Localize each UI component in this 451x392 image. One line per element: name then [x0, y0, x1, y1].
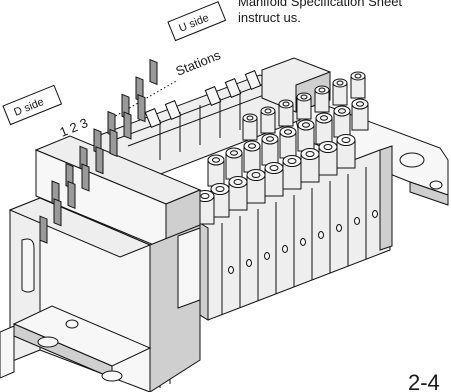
- stations-label: Stations: [174, 47, 224, 79]
- page-number: 2-4: [408, 370, 440, 392]
- base-port-holes: [228, 210, 378, 274]
- fittings-back-row: [242, 71, 366, 141]
- terminal-teeth-lower: [39, 94, 146, 244]
- u-side-tag: U side: [167, 1, 227, 42]
- header-text-line2: instruct us.: [238, 10, 301, 25]
- header-text-line1: Manifold Specification Sheet: [238, 0, 402, 9]
- fittings-front-row: [195, 134, 356, 225]
- din-rail-left: [0, 305, 152, 382]
- fittings-middle-row: [207, 98, 369, 187]
- valve-row: [99, 57, 331, 183]
- d-side-tag: D side: [2, 84, 63, 126]
- station-numbers: 1 2 3: [58, 115, 90, 140]
